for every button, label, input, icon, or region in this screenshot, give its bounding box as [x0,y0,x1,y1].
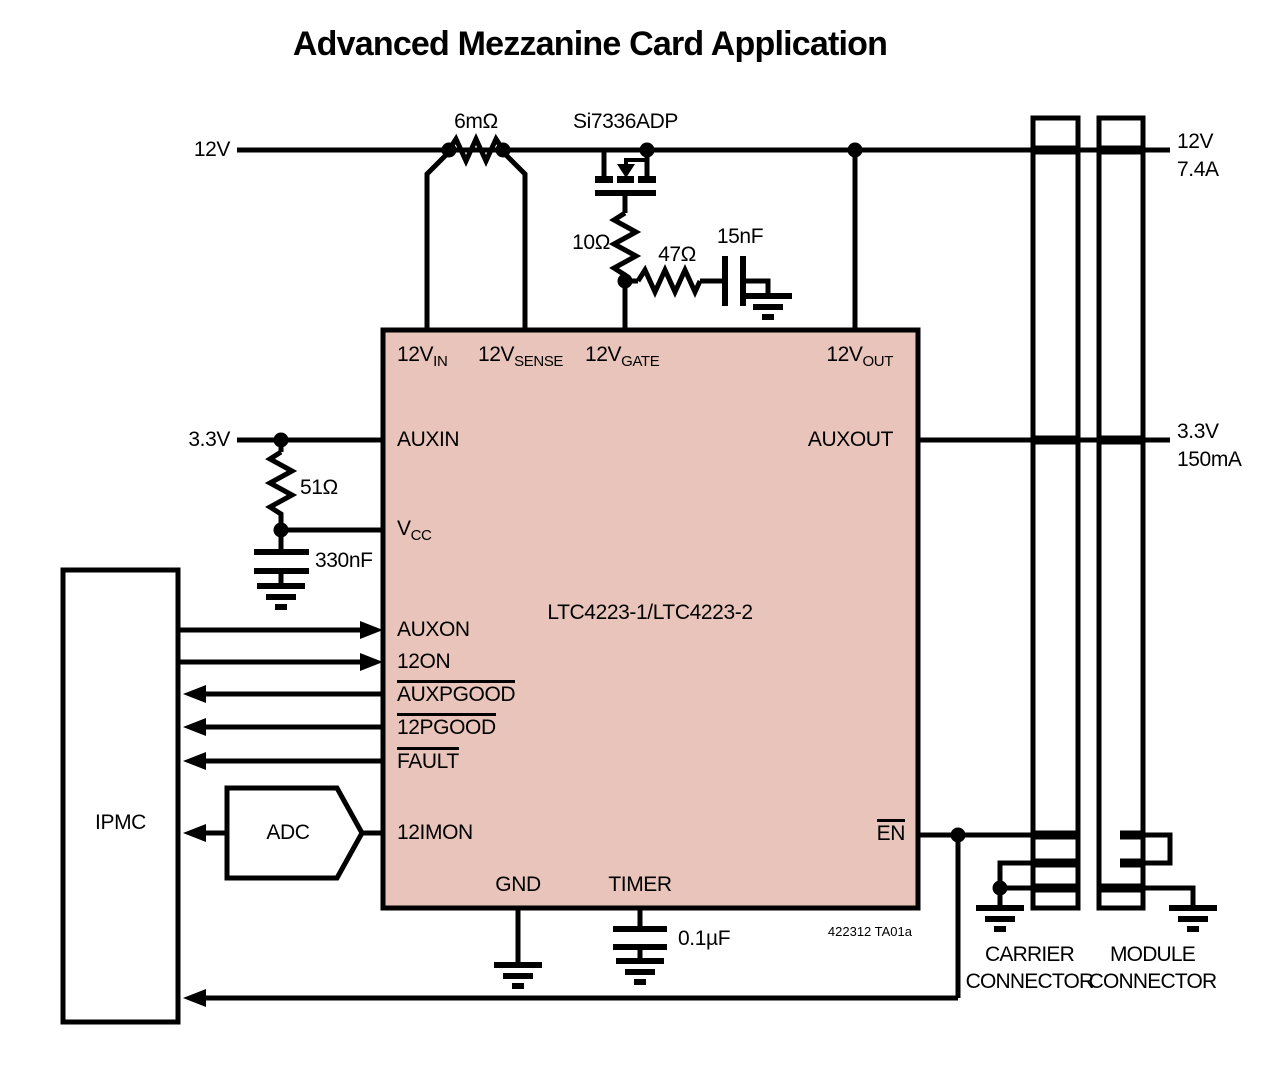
pin-label-auxout: AUXOUT [807,428,894,451]
ic-name: LTC4223-1/LTC4223-2 [547,601,753,624]
label-timer-cap: 0.1µF [678,927,731,950]
label-carrier-line2: CONNECTOR [965,970,1095,993]
active-low-label: AUXPGOOD [397,680,516,705]
wire-kelvin-sense [424,150,528,330]
label-filter-cap: 15nF [716,225,764,248]
capacitor-330nf [254,530,309,583]
wire-auxon [178,621,383,639]
pin-label-vcc: VCC [397,517,432,547]
capacitor-timer [613,908,667,958]
resistor-51ohm [264,440,298,530]
label-33v-input: 3.3V [188,428,230,451]
capacitor-15nf [700,256,771,306]
wire-adc [183,824,383,842]
label-adc: ADC [266,821,310,844]
resistor-47ohm [635,263,703,299]
wire-en [183,832,1196,1007]
wire-auxpgood [183,685,383,703]
label-ipmc: IPMC [95,811,146,834]
pin-label-12pgood: 12PGOOD [397,713,496,739]
pin-label-sub: IN [433,353,448,370]
ic-body [380,327,921,911]
arrowhead-left-icon [183,824,206,842]
label-out12: 12V 7.4A [1177,128,1219,184]
label-note: 422312 TA01a [827,924,912,939]
wire-12pgood [183,718,383,736]
pin-label-main: 12V [585,343,622,366]
label-out33-current: 150mA [1177,448,1242,471]
ground-symbol-module [1169,905,1217,932]
arrowhead-right-icon [360,621,383,639]
carrier-connector-box [1030,115,1081,911]
pin-label-sub: GATE [621,353,660,370]
pin-label-auxpgood: AUXPGOOD [397,680,516,706]
pin-label-sub: OUT [862,353,894,370]
pin-label-main: 12V [826,343,863,366]
pin-label-main: 12V [397,343,434,366]
pin-label-main: 12V [478,343,515,366]
pin-label-gnd: GND [495,873,541,896]
label-filter-resistor: 47Ω [658,243,696,266]
pin-label-12on: 12ON [397,650,451,673]
label-out33-voltage: 3.3V [1177,420,1219,443]
pin-label-en: EN [855,819,905,845]
label-mosfet: Si7336ADP [573,110,678,133]
arrowhead-left-icon [183,989,206,1007]
label-12v-input: 12V [193,138,231,161]
label-aux-resistor: 51Ω [300,476,338,499]
ground-symbol-330nf [257,583,305,610]
mosfet-symbol [595,150,656,213]
pin-label-12vout: 12VOUT [770,344,893,373]
wire-fault [183,752,383,770]
arrowhead-left-icon [183,752,206,770]
resistor-10ohm [608,210,642,278]
pin-label-12imon: 12IMON [397,821,473,844]
label-gate-resistor: 10Ω [572,231,610,254]
pin-label-auxin: AUXIN [397,428,460,451]
pin-label-sub: SENSE [514,353,564,370]
ipmc-box [60,567,181,1025]
label-out33: 3.3V 150mA [1177,418,1242,474]
pin-label-timer: TIMER [608,873,672,896]
label-out12-current: 7.4A [1177,158,1219,181]
junction-dots [273,142,1008,896]
pin-label-12vin: 12VIN [397,343,448,373]
active-low-label: 12PGOOD [397,713,496,738]
pin-label-fault: FAULT [397,747,459,773]
label-sense-resistor: 6mΩ [454,110,498,133]
arrowhead-left-icon [183,718,206,736]
pin-label-12vgate: 12VGATE [585,343,660,373]
pin-label-main: V [397,517,411,540]
pin-label-12vsense: 12VSENSE [478,344,563,373]
wire-12on [178,653,383,671]
label-module-connector: MODULE CONNECTOR [1075,941,1230,995]
label-carrier-connector: CARRIER CONNECTOR [952,941,1107,995]
pin-label-auxon: AUXON [397,618,470,641]
adc-block [224,785,365,881]
label-module-line1: MODULE [1109,943,1196,966]
page-title: Advanced Mezzanine Card Application [292,25,888,63]
active-low-label: FAULT [397,747,459,772]
label-vcc-cap: 330nF [315,549,373,572]
pin-label-sub: CC [410,527,432,544]
arrowhead-right-icon [360,653,383,671]
body-diode-arrow-icon [617,164,635,178]
ground-symbol-timer [616,958,664,985]
label-carrier-line1: CARRIER [985,943,1075,966]
ground-symbol-gnd [494,962,542,989]
label-out12-voltage: 12V [1177,130,1214,153]
arrowhead-left-icon [183,685,206,703]
module-connector-box [1096,115,1146,911]
active-low-label: EN [876,819,905,844]
ground-symbol-15nf [744,293,792,320]
label-module-line2: CONNECTOR [1088,970,1218,993]
resistor-6mohm [446,132,506,168]
